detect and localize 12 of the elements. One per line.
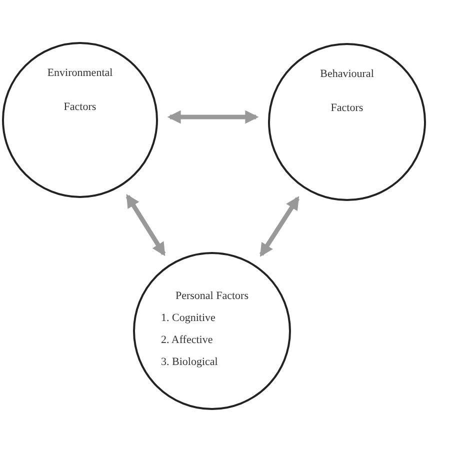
circle-heading: Personal Factors — [174, 290, 250, 302]
list-item: 2. Affective — [161, 334, 213, 346]
factor-circle — [2, 42, 158, 198]
list-item: 1. Cognitive — [161, 312, 216, 324]
double-arrow — [126, 194, 166, 256]
factor-circle — [133, 252, 291, 410]
list-item: 3. Biological — [161, 356, 218, 368]
double-arrow — [259, 196, 300, 257]
circle-label: Behavioural Factors — [319, 67, 375, 116]
double-arrow — [167, 110, 259, 124]
factor-circle — [268, 43, 426, 201]
circle-label: Environmental Factors — [46, 66, 114, 115]
